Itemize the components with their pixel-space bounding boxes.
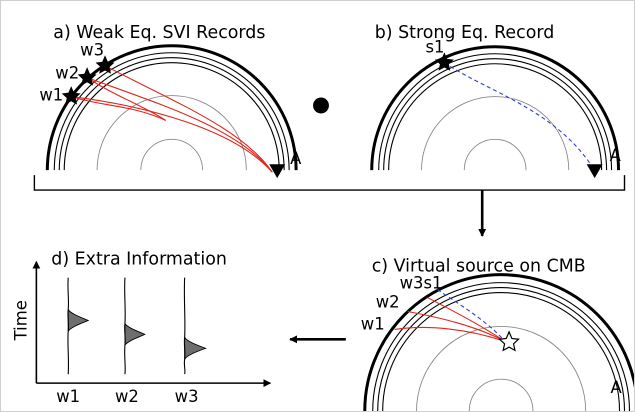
combine-bracket — [33, 175, 626, 191]
station-label-s1: s1 — [425, 38, 444, 57]
station-star-w3 — [95, 55, 115, 74]
seismogram-trace-w3 — [183, 277, 207, 375]
receiver-label-c: A — [611, 378, 623, 397]
station-label-w1: w1 — [39, 86, 63, 105]
panel-b-title: b) Strong Eq. Record — [375, 23, 555, 43]
seismogram-trace-w1 — [67, 277, 90, 375]
station-label-w1-c: w1 — [361, 314, 385, 333]
receiver-label-b: A — [610, 146, 622, 165]
panel-d-title: d) Extra Information — [51, 250, 227, 270]
earth-half-section-b — [370, 45, 621, 171]
trace-label-w1: w1 — [56, 387, 80, 406]
station-label-w3s1-c: w3s1 — [400, 274, 443, 293]
trace-label-w3: w3 — [175, 387, 199, 406]
panel-c-title: c) Virtual source on CMB — [372, 257, 586, 277]
ray-paths-a — [71, 65, 273, 173]
station-star-w2 — [77, 67, 97, 86]
time-axis-label: Time — [11, 300, 30, 341]
station-star-s1 — [434, 52, 454, 71]
receiver-triangle-a — [269, 164, 286, 179]
panel-a: a) Weak Eq. SVI Records w1 w2 w3 A — [39, 23, 302, 179]
panel-d: d) Extra Information Time w1 w2 w3 — [11, 250, 272, 406]
trace-label-w2: w2 — [115, 387, 139, 406]
ray-paths-c — [394, 289, 506, 342]
station-label-w2-c: w2 — [376, 293, 400, 312]
earth-half-section-c — [363, 273, 634, 411]
combination-dot — [313, 97, 329, 114]
station-label-w3: w3 — [80, 41, 104, 60]
virtual-source-star — [498, 330, 520, 352]
receiver-label-a: A — [290, 149, 302, 168]
receiver-triangle-b — [586, 164, 603, 179]
panel-b: b) Strong Eq. Record s1 A — [370, 23, 622, 179]
panel-a-title: a) Weak Eq. SVI Records — [53, 23, 265, 43]
ray-path-s1 — [444, 62, 597, 173]
panel-c: c) Virtual source on CMB w1 w2 w3s1 A — [361, 257, 634, 411]
station-label-w2: w2 — [55, 64, 79, 83]
station-star-w1 — [61, 86, 81, 105]
seismogram-trace-w2 — [124, 277, 146, 375]
earth-half-section-a — [45, 44, 298, 171]
